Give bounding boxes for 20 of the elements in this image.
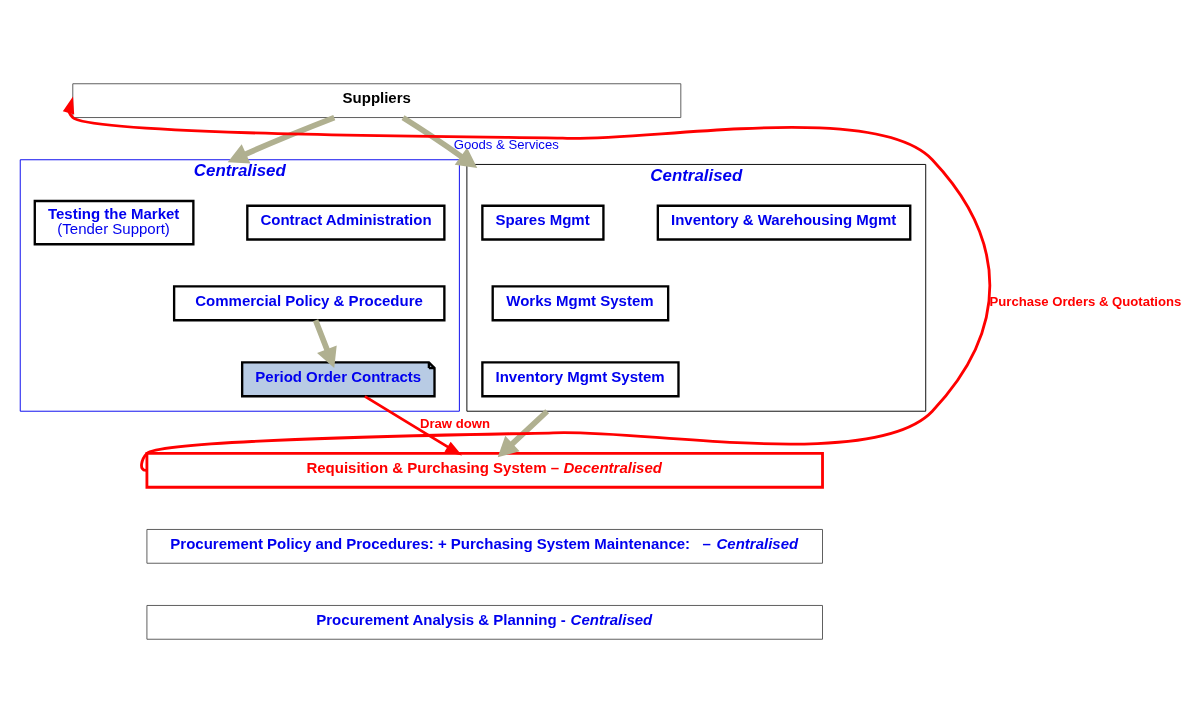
arrow xyxy=(364,394,463,456)
node-box: Inventory & Warehousing Mgmt xyxy=(656,204,912,241)
node-box: Works Mgmt System xyxy=(491,284,670,321)
node-box: Suppliers xyxy=(72,82,682,118)
node-box: Testing the Market (Tender Support) xyxy=(33,199,195,245)
node-box: Requisition & Purchasing System – Decentralised xyxy=(145,451,824,489)
edge-label: Draw down xyxy=(419,415,490,431)
edge-label: Goods & Services xyxy=(453,136,559,152)
node-box: Inventory Mgmt System xyxy=(481,360,680,397)
node-box: Procurement Analysis & Planning - Centralised xyxy=(146,604,823,640)
edge-label: Purchase Orders & Quotations xyxy=(989,293,1182,309)
node-box: Commercial Policy & Procedure xyxy=(172,284,446,321)
arrow xyxy=(312,318,337,368)
node-box: Contract Administration xyxy=(246,204,446,241)
node-box: Procurement Policy and Procedures: + Purchasing System Maintenance: – Centralised xyxy=(146,528,823,564)
arrow xyxy=(497,408,550,457)
arrow xyxy=(62,96,992,470)
node-box: Spares Mgmt xyxy=(481,204,605,241)
arrow xyxy=(401,114,478,168)
arrow xyxy=(227,114,336,164)
